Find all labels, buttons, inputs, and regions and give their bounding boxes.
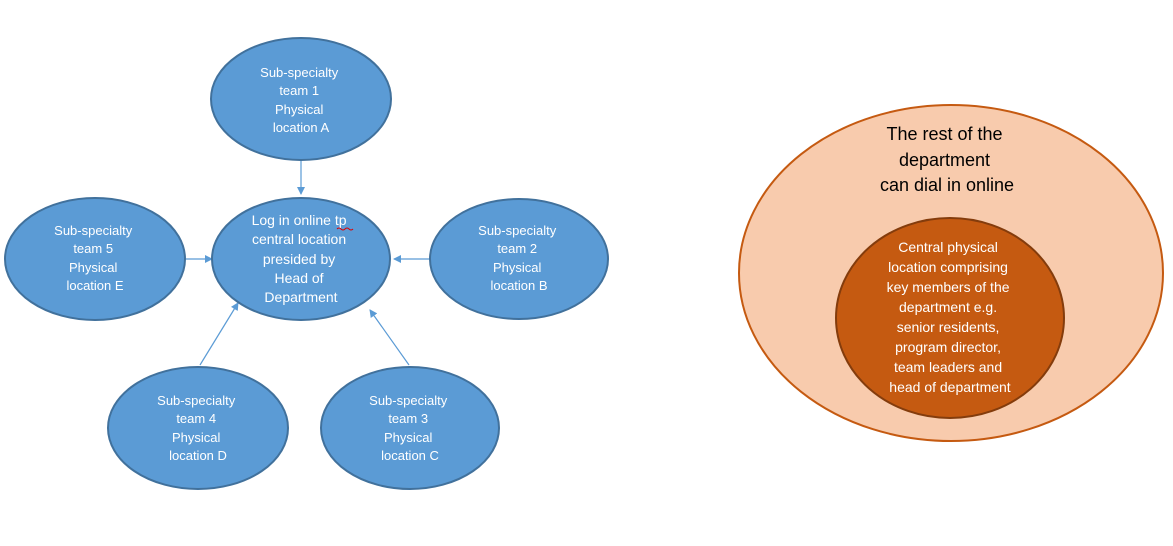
svg-text:The rest of the departme: The rest of the department can dial in o… — [880, 124, 1014, 195]
arrow-team4-to-center — [199, 302, 239, 366]
svg-text:Sub-specialty team 4: Sub-specialty team 4 Physical location D — [157, 393, 239, 463]
team-line: location E — [66, 278, 123, 293]
center-line: Log in online tp — [252, 212, 347, 228]
team-line: Sub-specialty — [157, 393, 236, 408]
team-line: team 5 — [73, 241, 113, 256]
team-line: team 1 — [279, 83, 319, 98]
inner-line: location comprising — [888, 259, 1008, 275]
outer-line: department — [899, 150, 990, 170]
inner-line: department e.g. — [899, 299, 997, 315]
team-line: Sub-specialty — [54, 223, 133, 238]
team-line: Sub-specialty — [478, 223, 557, 238]
team-line: Physical — [275, 102, 324, 117]
connector-arrows — [186, 160, 430, 366]
team-line: team 2 — [497, 241, 537, 256]
inner-line: senior residents, — [897, 319, 1000, 335]
team-line: location C — [381, 448, 439, 463]
team-line: team 3 — [388, 411, 428, 426]
team-line: Physical — [172, 430, 221, 445]
team-line: Physical — [493, 260, 542, 275]
inner-line: key members of the — [887, 279, 1010, 295]
team-line: location B — [490, 278, 547, 293]
center-line: Head of — [275, 270, 324, 286]
inner-line: Central physical — [898, 239, 998, 255]
arrow-team3-to-center — [369, 309, 410, 366]
team-line: location A — [273, 120, 330, 135]
team-line: Physical — [384, 430, 433, 445]
center-line: central location — [252, 231, 346, 247]
spellcheck-underline — [336, 227, 354, 231]
team-node-5: Sub-specialty team 5 Physical location E — [4, 197, 186, 321]
center-node: Log in online tp central location presid… — [211, 197, 391, 321]
team-line: location D — [169, 448, 227, 463]
team-node-3: Sub-specialty team 3 Physical location C — [320, 366, 500, 490]
inner-line: team leaders and — [894, 359, 1002, 375]
team-node-1: Sub-specialty team 1 Physical location A — [210, 37, 392, 161]
svg-text:Sub-specialty team 1: Sub-specialty team 1 Physical location A — [260, 65, 342, 135]
team-node-4: Sub-specialty team 4 Physical location D — [107, 366, 289, 490]
team-line: team 4 — [176, 411, 216, 426]
team-line: Physical — [69, 260, 118, 275]
team-line: Sub-specialty — [260, 65, 339, 80]
central-location-circle: Central physical location comprising key… — [835, 217, 1065, 419]
center-line: Department — [264, 289, 337, 305]
outer-line: The rest of the — [886, 124, 1002, 144]
svg-text:Sub-specialty team 2: Sub-specialty team 2 Physical location B — [478, 223, 560, 293]
svg-text:Sub-specialty team 5: Sub-specialty team 5 Physical location E — [54, 223, 136, 293]
center-line: presided by — [263, 251, 335, 267]
svg-text:Central physical locatio: Central physical location comprising key… — [887, 239, 1014, 395]
team-node-2: Sub-specialty team 2 Physical location B — [429, 198, 609, 320]
inner-line: program director, — [895, 339, 1001, 355]
outer-line: can dial in online — [880, 175, 1014, 195]
svg-text:Sub-specialty team 3: Sub-specialty team 3 Physical location C — [369, 393, 451, 463]
team-line: Sub-specialty — [369, 393, 448, 408]
svg-text:Log in online tp central: Log in online tp central location presid… — [252, 212, 351, 305]
inner-line: head of department — [889, 379, 1011, 395]
